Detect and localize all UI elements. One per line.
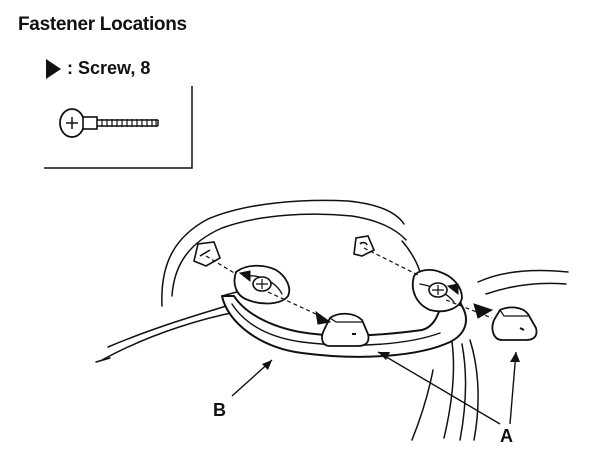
screw-arrow-icon xyxy=(238,270,494,325)
screw-icon xyxy=(252,276,272,292)
interior-outline xyxy=(95,199,569,441)
callout-leader-lines xyxy=(231,351,517,425)
legend-separator: : xyxy=(67,58,73,78)
fastener-legend: : Screw, 8 xyxy=(46,58,150,79)
installation-guide-lines xyxy=(205,247,493,319)
filled-triangle-icon xyxy=(46,58,61,79)
legend-label: Screw, 8 xyxy=(78,58,151,78)
leader-arrowheads xyxy=(262,352,520,370)
clip-left xyxy=(193,241,221,267)
page-title: Fastener Locations xyxy=(18,14,187,35)
callout-label-b: B xyxy=(213,400,226,420)
screw-cover xyxy=(491,306,538,341)
callout-label-a: A xyxy=(500,426,513,446)
clip-center xyxy=(353,235,376,257)
screw-icon xyxy=(59,108,159,138)
legend-box xyxy=(44,86,193,169)
screw-icon xyxy=(428,282,448,298)
screw-cover xyxy=(321,312,370,347)
